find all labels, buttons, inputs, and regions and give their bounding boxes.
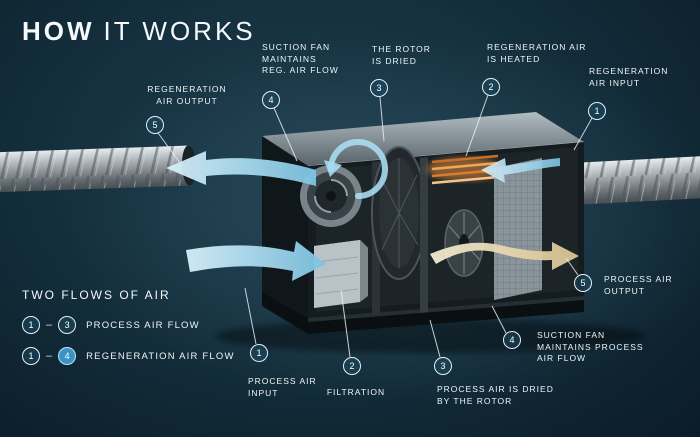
callout-label-reg-air-heated: REGENERATION AIR IS HEATED [487, 42, 587, 64]
callout-number-suction-fan-reg: 4 [262, 91, 280, 109]
callout-label-process-air-dried: PROCESS AIR IS DRIED BY THE ROTOR [437, 384, 554, 406]
leader-lines [157, 94, 593, 358]
right-duct [550, 155, 700, 207]
process-output-arrow [430, 242, 579, 270]
legend-label-regeneration: REGENERATION AIR FLOW [86, 350, 235, 362]
legend-circle-1: 1 [22, 316, 40, 334]
callout-label-suction-fan-process: SUCTION FAN MAINTAINS PROCESS AIR FLOW [537, 330, 644, 363]
callout-label-process-air-output: PROCESS AIR OUTPUT [604, 274, 673, 296]
legend-heading: TWO FLOWS OF AIR [22, 288, 171, 302]
callout-label-rotor-is-dried: THE ROTOR IS DRIED [372, 44, 431, 66]
legend-circle-1b: 1 [22, 347, 40, 365]
title-words-it-works: IT WORKS [103, 16, 256, 46]
callout-label-suction-fan-reg: SUCTION FAN MAINTAINS REG. AIR FLOW [262, 42, 339, 75]
legend-circle-3: 3 [58, 316, 77, 334]
callout-number-process-air-input: 1 [250, 344, 268, 362]
filter-box [314, 240, 368, 308]
callout-label-reg-air-output: REGENERATION AIR OUTPUT [147, 84, 227, 106]
callout-number-rotor-is-dried: 3 [370, 79, 388, 97]
callout-number-reg-air-output: 5 [146, 116, 164, 134]
legend-circle-4: 4 [58, 347, 77, 365]
legend-dash: – [46, 319, 53, 331]
regeneration-output-arrow [166, 151, 316, 186]
title-word-how: HOW [22, 16, 95, 46]
rotor [371, 146, 428, 315]
legend-label-process: PROCESS AIR FLOW [86, 319, 200, 331]
heater [427, 154, 501, 185]
legend-row-process-air-flow: 1 – 3 PROCESS AIR FLOW [22, 316, 200, 334]
callout-number-process-air-dried: 3 [434, 357, 452, 375]
callout-label-filtration: FILTRATION [326, 387, 386, 397]
callout-number-reg-air-input: 1 [588, 102, 606, 120]
mesh-panel [494, 158, 542, 300]
callout-number-filtration: 2 [343, 357, 361, 375]
callout-number-suction-fan-process: 4 [503, 331, 521, 349]
fan-swirl-arrow [324, 139, 388, 199]
callout-label-process-air-input: PROCESS AIR INPUT [248, 376, 317, 398]
process-input-arrow [186, 241, 326, 281]
legend-dash: – [46, 350, 53, 362]
callout-number-reg-air-heated: 2 [482, 78, 500, 96]
page-title: HOW IT WORKS [22, 16, 256, 47]
legend-row-regeneration-air-flow: 1 – 4 REGENERATION AIR FLOW [22, 347, 235, 365]
callout-label-reg-air-input: REGENERATION AIR INPUT [589, 66, 669, 88]
callout-number-process-air-output: 5 [574, 274, 592, 292]
regeneration-input-arrow [481, 158, 560, 183]
left-duct [0, 145, 197, 193]
